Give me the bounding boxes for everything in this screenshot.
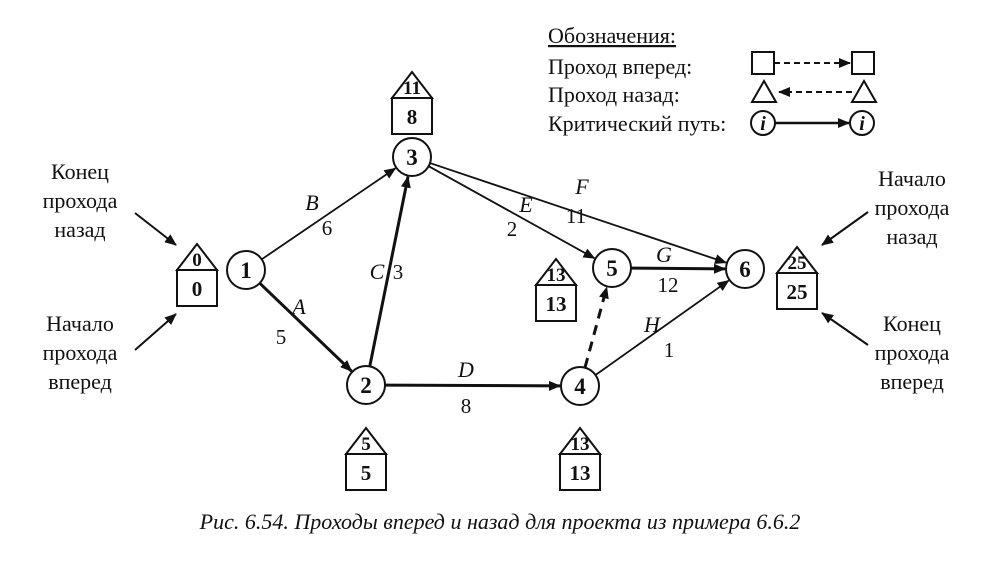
legend-backward-triangle-end [850,78,878,103]
node-3-label: 3 [406,145,418,170]
node-4-forward-value: 13 [570,461,591,485]
node-3-forward-square [391,97,433,135]
legend-title: Обозначения: [548,23,676,48]
activity-name-a: A [290,294,306,319]
node-2-forward-value: 5 [361,461,372,485]
activity-arrow-g [630,263,727,274]
node-1-backward-value: 0 [192,250,202,271]
node-4-backward-value: 13 [571,434,590,455]
node-4-circle [560,366,600,406]
activity-name-h: H [643,312,661,337]
node-1-label: 1 [240,258,252,283]
activity-duration-d: 8 [461,394,472,418]
right-top-pointer-arrow [821,211,869,246]
activity-name-g: G [656,242,672,267]
node-6-circle [725,249,765,289]
node-3-circle [392,137,432,177]
activity-duration-h: 1 [664,338,675,362]
left-top-label-line-1: Конец [51,159,109,184]
activity-arrow-d [384,380,562,391]
node-5-forward-square [535,284,577,322]
legend: Обозначения: Проход вперед: Проход назад… [548,23,878,136]
node-5-forward-value: 13 [546,292,567,316]
activity-name-b: B [305,190,318,215]
activity-name-e: E [518,192,533,217]
left-top-label-line-3: назад [54,217,105,242]
node-6-forward-square [776,272,818,310]
legend-node-symbol-start: i [760,113,766,135]
legend-forward-square-end [851,51,875,75]
left-top-pointer-arrow [134,212,177,246]
node-1-circle [226,250,266,290]
right-top-label-line-3: назад [886,224,937,249]
activity-name-c: C [370,259,385,284]
activity-duration-c: 3 [393,260,404,284]
figure-caption: Рис. 6.54. Проходы вперед и назад для пр… [199,509,801,534]
legend-forward-square-start [751,51,775,75]
node-6-label: 6 [739,257,751,282]
node-2-label: 2 [360,373,372,398]
activity-name-d: D [457,357,474,382]
activity-duration-a: 5 [276,325,287,349]
activity-arrow-c [368,175,411,367]
legend-critical-label: Критический путь: [548,111,726,136]
legend-forward-label: Проход вперед: [548,54,692,79]
node-3-backward-value: 11 [403,78,421,99]
node-1-forward-value: 0 [192,277,203,301]
left-bottom-label-line-3: вперед [48,369,112,394]
node-5-circle [592,248,632,288]
legend-backward-triangle-start [750,78,778,103]
node-6-forward-value: 25 [787,280,808,304]
node-4-forward-square [559,453,601,491]
right-top-label-line-1: Начало [878,166,946,191]
node-2-circle [346,365,386,405]
legend-critical-node-end [849,110,875,136]
right-top-label-line-2: прохода [875,195,950,220]
activity-arrow-b [261,167,397,261]
node-3-forward-value: 8 [407,105,418,129]
side-labels: Конец прохода назад Начало прохода впере… [43,159,950,394]
legend-node-symbol-end: i [859,113,865,135]
node-2-forward-square [345,453,387,491]
activity-duration-b: 6 [322,216,333,240]
node-5-backward-value: 13 [547,265,566,286]
right-bottom-label-line-3: вперед [880,369,944,394]
activity-name-f: F [574,174,589,199]
left-bottom-pointer-arrow [134,313,177,351]
node-1-forward-square [176,269,218,307]
left-bottom-label-line-1: Начало [46,311,114,336]
right-bottom-label-line-1: Конец [883,311,941,336]
dummy-activity-arrow [583,286,609,369]
activity-duration-f: 11 [566,204,586,228]
left-bottom-label-line-2: прохода [43,340,118,365]
right-bottom-label-line-2: прохода [875,340,950,365]
right-bottom-pointer-arrow [821,312,869,346]
node-4-label: 4 [574,374,586,399]
legend-backward-label: Проход назад: [548,82,680,107]
node-5-label: 5 [606,256,618,281]
activity-duration-e: 2 [507,217,518,241]
activity-arrow-a [258,282,353,373]
edges-layer [258,162,730,391]
activity-arrow-h [594,279,730,376]
node-6-backward-value: 25 [788,253,807,274]
activity-duration-g: 12 [658,273,679,297]
left-top-label-line-2: прохода [43,188,118,213]
activity-arrow-e [428,165,596,260]
activity-arrow-f [429,162,727,264]
node-2-backward-value: 5 [361,434,371,455]
